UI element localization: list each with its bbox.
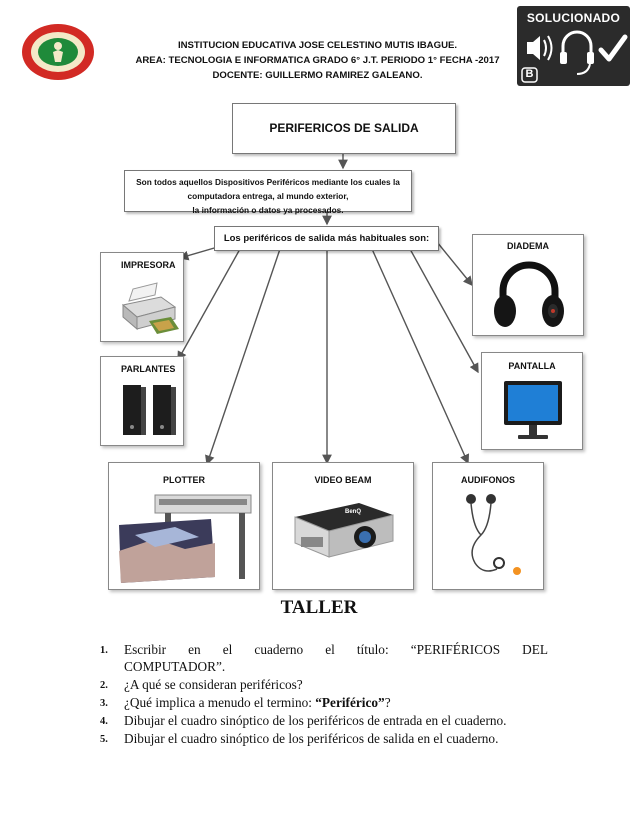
workshop-list: 1. Escribir en el cuaderno el título: “P…	[100, 641, 548, 748]
workshop-item: 2. ¿A qué se consideran periféricos?	[100, 676, 548, 693]
badge-letter: B	[525, 68, 534, 80]
item-text-line1: Escribir en el cuaderno el título: “PERI…	[124, 642, 548, 657]
speakers-icon	[123, 385, 176, 435]
diagram-title: PERIFERICOS DE SALIDA	[269, 121, 419, 135]
workshop-item: 4. Dibujar el cuadro sinóptico de los pe…	[100, 712, 548, 729]
workshop-item: 5. Dibujar el cuadro sinóptico de los pe…	[100, 730, 548, 747]
school-logo	[20, 22, 96, 82]
projector-brand: BenQ	[345, 509, 362, 515]
item-text-line2: COMPUTADOR”.	[124, 659, 226, 674]
definition-line-1: Son todos aquellos Dispositivos Periféri…	[136, 177, 400, 201]
solucionado-badge: SOLUCIONADO B	[517, 6, 630, 86]
workshop-item: 3. ¿Qué implica a menudo el termino: “Pe…	[100, 694, 548, 711]
device-label-speakers: PARLANTES	[121, 364, 176, 374]
item-emphasis: “Periférico”	[315, 695, 385, 710]
header-line-school: INSTITUCION EDUCATIVA JOSE CELESTINO MUT…	[177, 40, 458, 51]
item-text: ¿Qué implica a menudo el termino:	[124, 695, 316, 710]
item-text: Dibujar el cuadro sinóptico de los perif…	[124, 713, 507, 728]
item-number: 2.	[100, 680, 108, 691]
workshop-title: TALLER	[280, 597, 358, 618]
item-number: 1.	[100, 645, 108, 656]
device-card-earphones: AUDIFONOS	[432, 462, 544, 590]
item-number: 4.	[100, 716, 108, 727]
headphones-icon	[494, 261, 564, 327]
definition-box: Son todos aquellos Dispositivos Periféri…	[124, 170, 412, 215]
header-line-area: AREA: TECNOLOGIA E INFORMATICA GRADO 6° …	[135, 55, 500, 66]
list-intro-text: Los periféricos de salida más habituales…	[223, 233, 430, 244]
device-card-printer: IMPRESORA	[100, 252, 184, 342]
headset-check-icon	[521, 30, 628, 83]
device-card-monitor: PANTALLA	[481, 352, 583, 450]
device-label-printer: IMPRESORA	[121, 260, 176, 270]
device-label-monitor: PANTALLA	[508, 361, 556, 371]
device-label-earphones: AUDIFONOS	[461, 475, 515, 485]
printer-icon	[121, 282, 179, 334]
device-card-headset: DIADEMA	[472, 234, 584, 336]
badge-title: SOLUCIONADO	[526, 11, 621, 25]
definition-line-2: la información o datos ya procesados.	[192, 205, 344, 215]
device-card-speakers: PARLANTES	[100, 356, 184, 446]
monitor-icon	[504, 381, 562, 439]
item-number: 3.	[100, 698, 108, 709]
device-card-projector: VIDEO BEAM BenQ	[272, 462, 414, 590]
device-label-projector: VIDEO BEAM	[314, 475, 372, 485]
device-label-headset: DIADEMA	[507, 241, 549, 251]
item-text: ¿A qué se consideran periféricos?	[124, 677, 303, 692]
workshop-item: 1. Escribir en el cuaderno el título: “P…	[100, 641, 548, 675]
plotter-icon	[119, 494, 252, 583]
projector-icon	[294, 503, 394, 558]
item-text-end: ?	[384, 695, 391, 710]
device-card-plotter: PLOTTER	[108, 462, 260, 590]
diagram-title-box: PERIFERICOS DE SALIDA	[232, 103, 456, 154]
list-intro-box: Los periféricos de salida más habituales…	[214, 226, 439, 251]
item-text: Dibujar el cuadro sinóptico de los perif…	[124, 731, 499, 746]
item-number: 5.	[100, 734, 108, 745]
header-line-teacher: DOCENTE: GUILLERMO RAMIREZ GALEANO.	[212, 70, 423, 81]
document-header: INSTITUCION EDUCATIVA JOSE CELESTINO MUT…	[120, 38, 515, 83]
earphones-icon	[466, 494, 521, 575]
diagram-arrows	[177, 152, 479, 466]
device-label-plotter: PLOTTER	[163, 475, 205, 485]
